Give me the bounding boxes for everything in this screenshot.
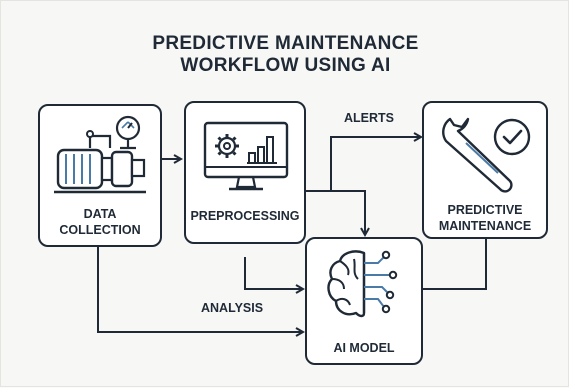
edge-label-alerts: ALERTS — [344, 111, 394, 125]
node-predictive-maintenance-label-line-1: PREDICTIVE — [447, 203, 523, 217]
diagram-title-line-2: WORKFLOW USING AI — [180, 55, 391, 76]
edge-preprocessing-to-maintenance — [306, 137, 421, 192]
wrench-check-icon — [442, 117, 531, 193]
node-data-collection-label-line-1: DATA — [83, 207, 117, 221]
edge-preprocessing-to-ai-model — [306, 190, 365, 235]
monitor-gear-chart-icon — [203, 121, 289, 191]
edge-analysis-to-ai-model — [244, 257, 303, 289]
diagram-title-line-1: PREDICTIVE MAINTENANCE — [152, 33, 419, 54]
node-predictive-maintenance-label-line-2: MAINTENANCE — [438, 219, 532, 233]
node-predictive-maintenance: PREDICTIVE MAINTENANCE — [422, 101, 548, 239]
node-preprocessing-label: PREPROCESSING — [190, 209, 300, 223]
node-ai-model: AI MODEL — [305, 237, 423, 365]
pump-gauge-icon — [54, 115, 146, 194]
node-data-collection: DATA COLLECTION — [38, 104, 162, 247]
node-data-collection-label-line-2: COLLECTION — [59, 223, 141, 237]
edge-ai-model-to-maintenance — [423, 239, 487, 290]
brain-circuit-icon — [327, 250, 398, 318]
node-preprocessing: PREPROCESSING — [184, 101, 306, 244]
edge-collection-to-ai-model — [97, 247, 303, 332]
node-ai-model-label: AI MODEL — [333, 341, 395, 355]
edge-label-analysis: ANALYSIS — [201, 301, 264, 315]
